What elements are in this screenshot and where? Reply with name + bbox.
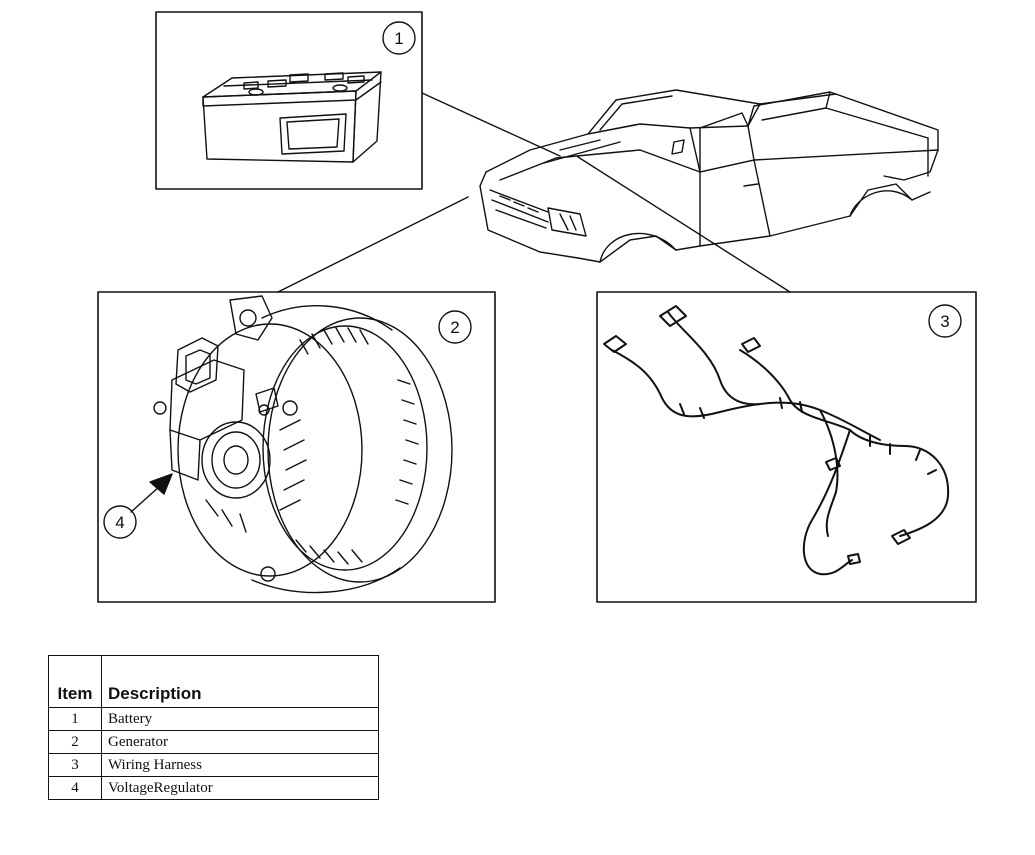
legend-item-number: 4	[48, 776, 102, 800]
legend-row: 2 Generator	[48, 730, 379, 754]
harness-panel	[596, 291, 977, 603]
legend-header-row: Item Description	[48, 655, 379, 708]
legend-item-number: 2	[48, 730, 102, 754]
generator-panel	[97, 291, 496, 603]
battery-illustration	[202, 71, 382, 163]
legend-header-item: Item	[48, 655, 102, 708]
leader-lines	[277, 92, 791, 293]
legend-item-description: VoltageRegulator	[101, 776, 379, 800]
harness-illustration	[603, 305, 950, 576]
legend-table: Item Description 1 Battery 2 Generator 3…	[48, 655, 379, 800]
callout-3: 3	[940, 312, 949, 331]
legend-row: 1 Battery	[48, 707, 379, 731]
battery-panel	[155, 11, 423, 190]
generator-illustration	[153, 295, 453, 594]
regulator-arrow	[130, 473, 173, 513]
callout-1: 1	[394, 29, 403, 48]
legend-header-description: Description	[101, 655, 379, 708]
callout-4: 4	[115, 513, 124, 532]
legend-item-number: 1	[48, 707, 102, 731]
legend-item-description: Generator	[101, 730, 379, 754]
legend-item-number: 3	[48, 753, 102, 777]
legend-row: 4 VoltageRegulator	[48, 776, 379, 800]
legend-item-description: Wiring Harness	[101, 753, 379, 777]
truck-illustration	[479, 89, 939, 263]
legend-row: 3 Wiring Harness	[48, 753, 379, 777]
legend-item-description: Battery	[101, 707, 379, 731]
callout-2: 2	[450, 318, 459, 337]
